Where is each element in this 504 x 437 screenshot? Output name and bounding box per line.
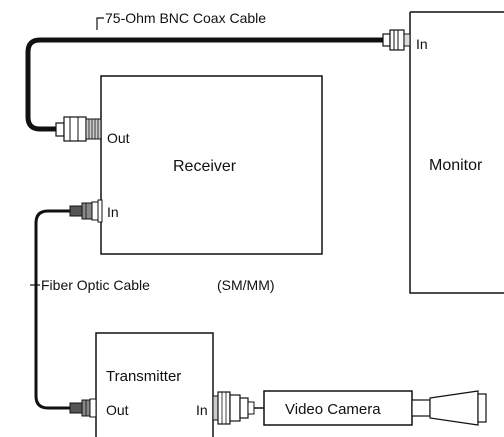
camera-bnc-connector: [212, 391, 255, 425]
monitor: Monitor In: [409, 11, 504, 294]
monitor-title: Monitor: [429, 157, 483, 174]
camera-lens-icon: [429, 390, 479, 426]
receiver-in-label: In: [107, 204, 119, 220]
coax-cable-line: [25, 37, 387, 132]
coax-cable: 75-Ohm BNC Coax Cable: [25, 10, 387, 132]
transmitter-box: [95, 332, 214, 437]
receiver-bnc-connector: [55, 116, 102, 142]
monitor-in-label: In: [416, 36, 428, 52]
transmitter-out-label: Out: [106, 402, 129, 418]
camera-title: Video Camera: [285, 401, 381, 418]
transmitter-title: Transmitter: [106, 368, 181, 385]
coax-cable-label: 75-Ohm BNC Coax Cable: [105, 10, 266, 26]
receiver-out-label: Out: [107, 130, 130, 146]
transmitter-in-label: In: [196, 402, 208, 418]
receiver: Receiver Out In: [100, 75, 323, 255]
fiber-cable-line: [34, 209, 72, 410]
fiber-cable: Fiber Optic Cable (SM/MM): [30, 209, 275, 410]
monitor-bnc-connector: [382, 29, 411, 51]
transmitter-fiber-connector: [69, 398, 97, 418]
coax-label-leader: [96, 17, 104, 30]
receiver-box: [100, 75, 323, 255]
camera-lens-mount: [411, 399, 431, 417]
monitor-box: [409, 11, 504, 294]
receiver-title: Receiver: [173, 158, 237, 175]
video-camera: Video Camera: [254, 390, 487, 426]
fiber-mode-label: (SM/MM): [217, 277, 275, 293]
transmitter: Transmitter Out In: [95, 332, 214, 437]
receiver-fiber-connector: [69, 199, 103, 223]
fiber-cable-label: Fiber Optic Cable: [41, 277, 150, 293]
